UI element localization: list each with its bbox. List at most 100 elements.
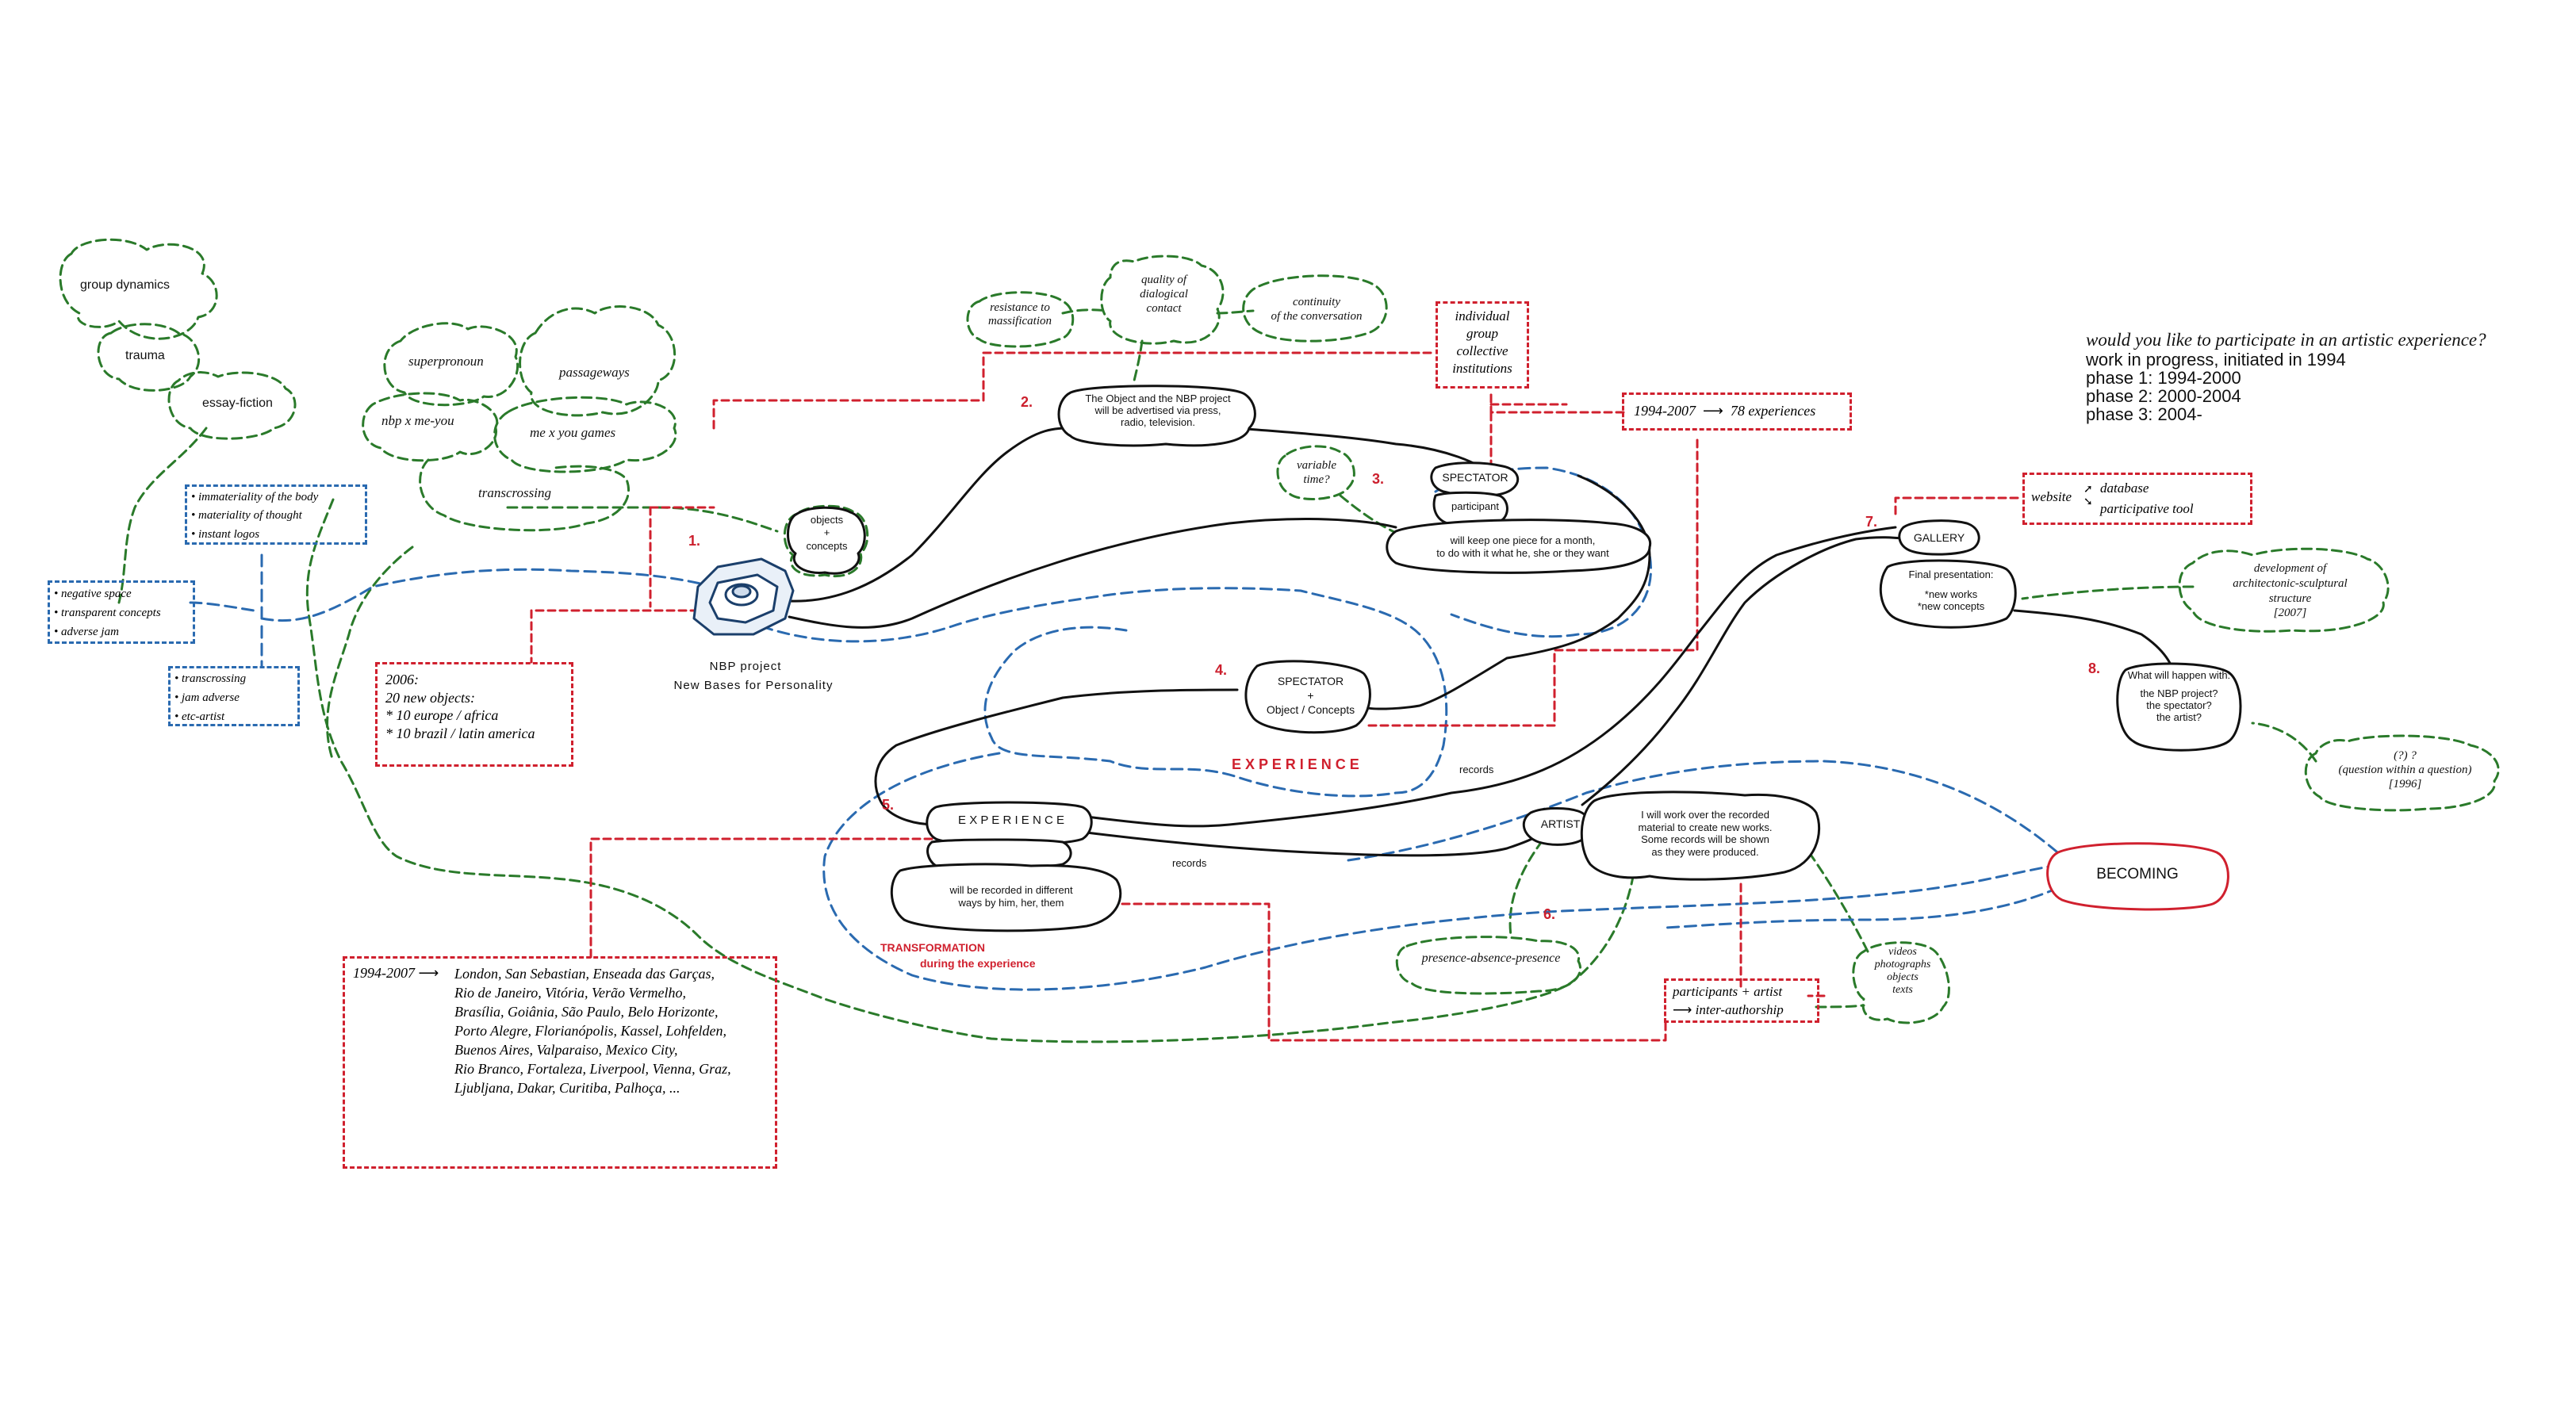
what-line: the spectator?	[2146, 699, 2212, 711]
website-box: website ➚➘ database participative tool	[2022, 473, 2252, 525]
branch-arrow-icon: ➚➘	[2083, 483, 2093, 508]
transcrossing-label: transcrossing	[478, 485, 551, 500]
what-line: the NBP project?	[2140, 687, 2218, 699]
records-label-upper: records	[1459, 764, 1494, 775]
spectator-object-label: SPECTATOR + Object / Concepts	[1253, 674, 1368, 718]
question-line: [1996]	[2388, 778, 2422, 791]
audience-types-box: individual group collective institutions	[1436, 301, 1529, 389]
concept-box-space: • negative space • transparent concepts …	[48, 580, 195, 644]
becoming-label: BECOMING	[2096, 866, 2179, 882]
inter-authorship-row: ⟶ inter-authorship	[1673, 1001, 1784, 1020]
resistance-label: resistance to massification	[977, 301, 1063, 329]
plus-text: +	[823, 526, 830, 539]
objects-concepts-label: objects + concepts	[793, 514, 861, 553]
artist-text-node	[1580, 791, 1821, 881]
box3-line: • transcrossing	[174, 672, 247, 685]
concept-box-body: • immateriality of the body • materialit…	[185, 484, 367, 545]
during-experience-heading: during the experience	[920, 957, 1036, 970]
artist-work-text: I will work over the recorded material t…	[1594, 809, 1816, 858]
transformation-heading: TRANSFORMATION	[880, 941, 985, 954]
inter-authorship-text: inter-authorship	[1695, 1001, 1784, 1017]
artist-text-line: I will work over the recorded	[1641, 809, 1769, 821]
city-line: London, San Sebastian, Enseada das Garça…	[454, 966, 715, 982]
phase-1-text: phase 1: 1994-2000	[2086, 368, 2241, 389]
development-line: [2007]	[2273, 607, 2307, 620]
experiences-count-box: 1994-2007 ⟶ 78 experiences	[1622, 392, 1852, 431]
participants-artist-text: participants + artist	[1673, 984, 1783, 999]
trauma-label: trauma	[125, 349, 165, 362]
box1-line: • materiality of thought	[191, 509, 302, 523]
quality-label: quality of dialogical contact	[1110, 273, 1217, 316]
media-line: objects	[1887, 971, 1919, 984]
artist-label: ARTIST	[1540, 817, 1581, 830]
recorded-line: will be recorded in different	[949, 884, 1073, 896]
advertised-line: will be advertised via press,	[1094, 404, 1221, 416]
media-line: texts	[1892, 984, 1913, 997]
concepts-text: concepts	[806, 539, 848, 552]
recorded-node	[890, 863, 1122, 932]
new-objects-text: 20 new objects:	[385, 689, 475, 706]
website-text: website	[2031, 489, 2072, 504]
cities-years-text: 1994-2007	[353, 965, 415, 981]
media-line: photographs	[1874, 959, 1931, 971]
presence-label: presence-absence-presence	[1421, 951, 1561, 965]
step-6-number: 6.	[1543, 906, 1556, 922]
artist-text-line: Some records will be shown	[1641, 833, 1769, 846]
city-line: Rio Branco, Fortaleza, Liverpool, Vienna…	[454, 1060, 731, 1077]
cities-box: 1994-2007 ⟶ London, San Sebastian, Ensea…	[343, 956, 777, 1169]
question-line: (?) ?	[2394, 749, 2417, 762]
group-dynamics-label: group dynamics	[80, 278, 170, 292]
city-line: Buenos Aires, Valparaiso, Mexico City,	[454, 1041, 678, 1058]
step-1-number: 1.	[688, 533, 701, 549]
work-in-progress-text: work in progress, initiated in 1994	[2086, 350, 2346, 369]
city-line: Rio de Janeiro, Vitória, Verão Vermelho,	[454, 984, 686, 1001]
object-concepts-line: Object / Concepts	[1266, 703, 1355, 717]
gallery-label: GALLERY	[1913, 531, 1965, 544]
cities-years-row: 1994-2007 ⟶	[353, 965, 439, 982]
arrow-right-icon: ⟶	[1699, 403, 1727, 419]
participant-label: participant	[1451, 500, 1499, 512]
advertised-line: radio, television.	[1121, 415, 1195, 428]
phase-list: work in progress, initiated in 1994 phas…	[2086, 350, 2346, 423]
individual-text: individual	[1455, 308, 1510, 323]
passageways-label: passageways	[559, 365, 630, 380]
what-node	[2116, 662, 2242, 752]
cities-list: London, San Sebastian, Enseada das Garça…	[454, 965, 731, 1098]
experience-heading: E X P E R I E N C E	[1232, 756, 1359, 772]
development-label: development of architectonic-sculptural …	[2185, 561, 2395, 621]
box2-line: • adverse jam	[54, 626, 119, 638]
spectator-node	[1430, 461, 1520, 498]
inter-authorship-box: participants + artist ⟶ inter-authorship	[1664, 978, 1819, 1023]
arrow-right-icon: ⟶	[418, 965, 439, 981]
database-text: database	[2100, 480, 2149, 496]
recorded-line: ways by him, her, them	[958, 896, 1064, 909]
nbp-project-title: NBP project	[709, 660, 782, 673]
experiences-count-text: 78 experiences	[1730, 403, 1816, 419]
what-line: the artist?	[2156, 710, 2202, 723]
step-7-number: 7.	[1865, 514, 1878, 530]
arrow-right-icon: ⟶	[1673, 1001, 1696, 1017]
continuity-line: of the conversation	[1271, 310, 1363, 323]
media-line: videos	[1888, 946, 1917, 958]
development-line: development of	[2253, 562, 2327, 575]
keep-line: to do with it what he, she or they want	[1436, 546, 1609, 559]
collective-text: collective	[1456, 343, 1508, 359]
artist-text-line: material to create new works.	[1638, 821, 1773, 833]
question-line: (question within a question)	[2338, 764, 2472, 776]
red-flow-links	[530, 351, 2024, 1042]
keep-line: will keep one piece for a month,	[1450, 534, 1596, 546]
development-line: architectonic-sculptural	[2233, 576, 2348, 590]
box2-line: • negative space	[54, 588, 132, 600]
box1-line: • instant logos	[191, 527, 260, 541]
objects-concepts-node	[787, 506, 866, 575]
new-objects-2006-box: 2006: 20 new objects: * 10 europe / afri…	[375, 662, 573, 767]
nbp-object-icon	[692, 557, 795, 636]
advertised-line: The Object and the NBP project	[1085, 392, 1231, 404]
resistance-line: resistance to	[990, 301, 1050, 314]
nbp-project-subtitle: New Bases for Personality	[673, 679, 834, 692]
final-node	[1879, 559, 2017, 629]
step-2-number: 2.	[1021, 394, 1033, 410]
participative-tool-text: participative tool	[2100, 501, 2194, 517]
advertised-node	[1057, 385, 1256, 447]
